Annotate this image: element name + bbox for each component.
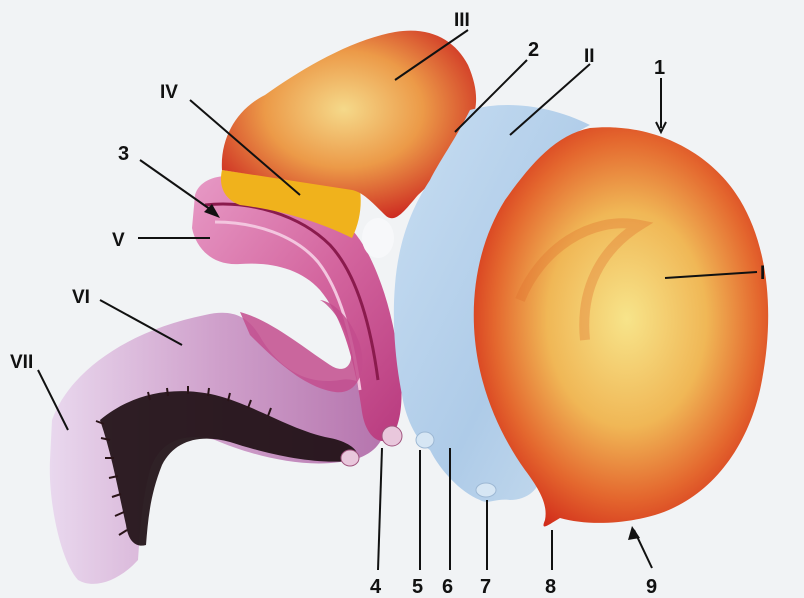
label-4: 4 (370, 576, 382, 598)
nub-4 (382, 426, 402, 446)
label-VI: VI (72, 287, 90, 308)
nub-5 (416, 432, 434, 448)
label-I: I (760, 263, 765, 284)
label-VII: VII (10, 352, 33, 373)
label-II: II (584, 46, 595, 67)
label-3: 3 (118, 143, 129, 165)
label-5: 5 (412, 576, 423, 598)
foramen-hole (362, 218, 394, 258)
label-IV: IV (160, 82, 178, 103)
label-2: 2 (528, 39, 539, 61)
leader-4 (378, 448, 382, 570)
arrow-9-head (628, 526, 640, 540)
label-V: V (112, 230, 125, 251)
nub-4b (341, 450, 359, 466)
label-8: 8 (545, 576, 556, 598)
nub-7 (476, 483, 496, 497)
label-6: 6 (442, 576, 453, 598)
label-9: 9 (646, 576, 657, 598)
label-III: III (454, 10, 470, 31)
label-7: 7 (480, 576, 491, 598)
label-1: 1 (654, 57, 665, 79)
